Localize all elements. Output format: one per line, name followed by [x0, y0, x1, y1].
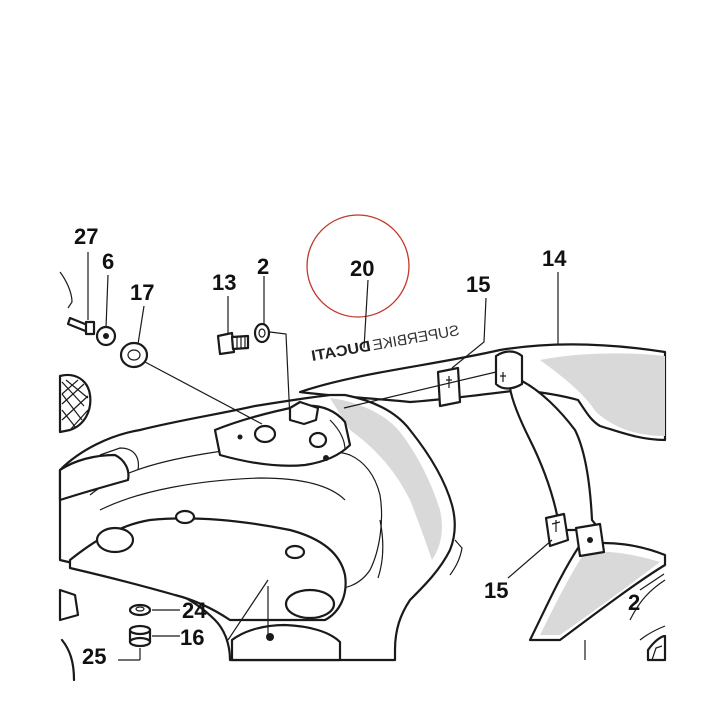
highlight-circle: [306, 214, 410, 318]
washer-part-24: [128, 603, 152, 617]
callout-15-lower: 15: [484, 578, 508, 603]
clip-part-15-upper: [436, 366, 462, 408]
callout-17: 17: [130, 280, 154, 305]
grommet-part-17: [119, 341, 149, 369]
left-frame-fragment: [58, 271, 92, 682]
callout-2-lower: 2: [628, 590, 640, 615]
fairing-mount-tab: [494, 350, 524, 390]
decal-model-text: SUPERBIKE: [371, 322, 461, 354]
callout-27: 27: [74, 224, 98, 249]
callout-14: 14: [542, 246, 567, 271]
clip-part-15-lower: [544, 512, 606, 558]
leader-lines: [87, 252, 665, 661]
callout-6: 6: [102, 249, 114, 274]
callout-2-upper: 2: [257, 254, 269, 279]
decal-brand-text: DUCATI: [310, 338, 372, 365]
screw-part-27: [66, 316, 96, 336]
washer-part-2-upper: [253, 322, 271, 344]
callout-25: 25: [82, 644, 106, 669]
seat-cover-body: [58, 393, 463, 662]
grommet-part-16: [128, 624, 152, 648]
right-edge-fragment: [646, 634, 667, 662]
washer-part-6: [95, 325, 117, 347]
callout-24: 24: [182, 598, 207, 623]
decal-sticker-part-20: SUPERBIKE DUCATI: [310, 322, 461, 365]
callout-20: 20: [350, 256, 374, 281]
callout-15-upper: 15: [466, 272, 490, 297]
callout-16: 16: [180, 625, 204, 650]
tail-fairing-part-14: [298, 343, 667, 660]
callout-13: 13: [212, 270, 236, 295]
bolt-part-13: [216, 331, 250, 356]
callout-labels: 27 6 17 13 2 20 15 14 15 2 24 16 25: [74, 224, 640, 669]
